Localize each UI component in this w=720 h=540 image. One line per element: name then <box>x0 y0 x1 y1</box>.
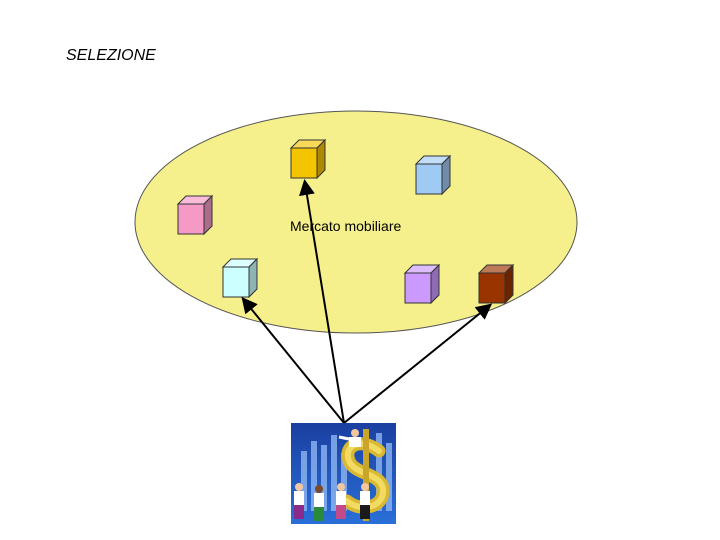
cube-light-blue <box>414 154 452 196</box>
cube-pink <box>176 194 214 236</box>
arrow-to-cyan-cube <box>241 296 345 424</box>
cube-lavender <box>403 263 441 305</box>
investors-dollar-clipart-icon <box>291 423 396 524</box>
cube-cyan <box>221 257 259 299</box>
arrow-to-brown-cube <box>343 303 493 424</box>
arrow-to-yellow-cube <box>299 179 345 424</box>
slide-title: SELEZIONE <box>66 47 156 64</box>
market-label: Mercato mobiliare <box>290 218 401 234</box>
cube-brown <box>477 263 515 305</box>
cube-yellow <box>289 138 327 180</box>
